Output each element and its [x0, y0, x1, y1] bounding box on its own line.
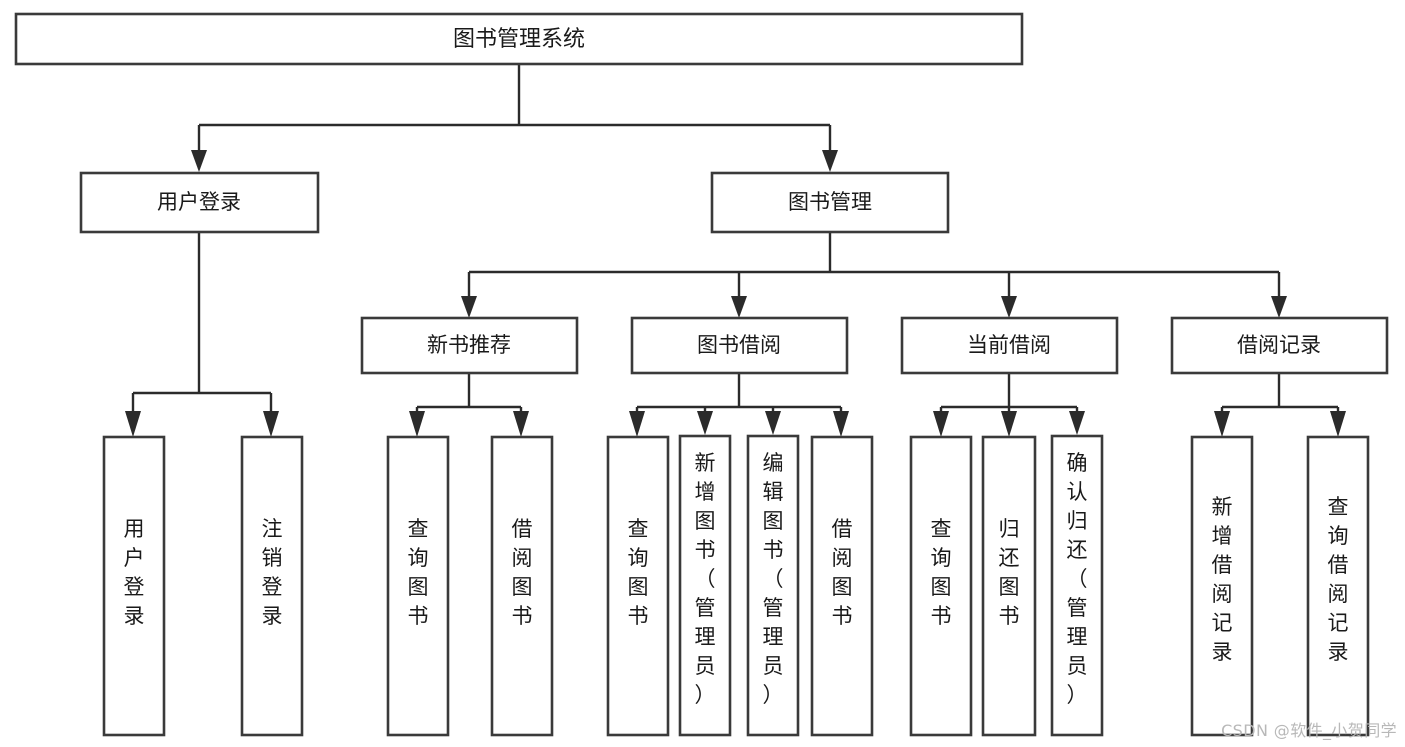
- leaf-borrow-book-1[interactable]: 借阅图书: [490, 435, 554, 737]
- arrow-head-leaf-edit-book: [765, 411, 781, 435]
- leaf-query-book-2-box[interactable]: [606, 435, 670, 737]
- leaf-query-book-2-label: 查询图书: [628, 517, 649, 628]
- leaf-query-book-1-label: 查询图书: [408, 517, 429, 628]
- leaf-add-book-box[interactable]: [678, 434, 732, 737]
- leaf-query-record-label: 查询借阅记录: [1328, 495, 1349, 664]
- node-book-manage[interactable]: 图书管理: [710, 171, 950, 234]
- leaf-edit-book[interactable]: 编辑图书（管理员）: [746, 434, 800, 737]
- leaf-return-book-box[interactable]: [981, 435, 1037, 737]
- arrow-head-leaf-confirm-return: [1069, 411, 1085, 435]
- leaf-user-login-box[interactable]: [102, 435, 166, 737]
- leaf-query-book-1-box[interactable]: [386, 435, 450, 737]
- leaf-return-book-label: 归还图书: [999, 517, 1020, 628]
- leaf-user-login-label: 用户登录: [124, 517, 145, 628]
- arrow-head-leaf-return-book: [1001, 411, 1017, 437]
- node-new-book-recommend-label: 新书推荐: [427, 333, 511, 357]
- leaf-confirm-return[interactable]: 确认归还（管理员）: [1050, 434, 1104, 737]
- node-book-manage-box[interactable]: [710, 171, 950, 234]
- arrow-head-leaf-query-record: [1330, 411, 1346, 437]
- watermark-text: CSDN @软件_小贺同学: [1221, 721, 1397, 740]
- node-current-borrow[interactable]: 当前借阅: [900, 316, 1119, 375]
- node-current-borrow-label: 当前借阅: [967, 333, 1051, 357]
- arrow-head-current-borrow: [1001, 296, 1017, 318]
- node-book-borrow-box[interactable]: [630, 316, 849, 375]
- connector-layer: [125, 64, 1346, 437]
- leaf-borrow-book-2-label: 借阅图书: [832, 517, 853, 628]
- arrow-head-book-borrow: [731, 296, 747, 318]
- leaf-add-record-box[interactable]: [1190, 435, 1254, 737]
- leaf-query-book-3-box[interactable]: [909, 435, 973, 737]
- node-current-borrow-box[interactable]: [900, 316, 1119, 375]
- node-borrow-record-label: 借阅记录: [1237, 333, 1321, 357]
- arrow-head-leaf-borrow-book-2: [833, 411, 849, 437]
- leaf-return-book[interactable]: 归还图书: [981, 435, 1037, 737]
- arrow-head-leaf-user-login: [125, 411, 141, 437]
- node-borrow-record[interactable]: 借阅记录: [1170, 316, 1389, 375]
- arrow-head-borrow-record: [1271, 296, 1287, 318]
- node-root-label: 图书管理系统: [453, 27, 585, 52]
- leaf-query-record[interactable]: 查询借阅记录: [1306, 435, 1370, 737]
- arrow-head-book-manage: [822, 150, 838, 172]
- leaf-logout[interactable]: 注销登录: [240, 435, 304, 737]
- leaf-borrow-book-1-label: 借阅图书: [512, 517, 533, 628]
- node-book-manage-label: 图书管理: [788, 190, 872, 214]
- arrow-head-leaf-query-book-1: [409, 411, 425, 437]
- arrow-head-leaf-query-book-3: [933, 411, 949, 437]
- leaf-query-record-box[interactable]: [1306, 435, 1370, 737]
- arrow-head-leaf-borrow-book-1: [513, 411, 529, 437]
- node-new-book-recommend[interactable]: 新书推荐: [360, 316, 579, 375]
- leaf-confirm-return-box[interactable]: [1050, 434, 1104, 737]
- node-root-box[interactable]: [14, 12, 1024, 66]
- leaf-query-book-1[interactable]: 查询图书: [386, 435, 450, 737]
- node-root[interactable]: 图书管理系统: [14, 12, 1024, 66]
- leaf-edit-book-box[interactable]: [746, 434, 800, 737]
- leaf-logout-label: 注销登录: [262, 517, 283, 628]
- arrow-head-leaf-add-book: [697, 411, 713, 435]
- arrow-head-leaf-query-book-2: [629, 411, 645, 437]
- node-book-borrow[interactable]: 图书借阅: [630, 316, 849, 375]
- leaf-add-book[interactable]: 新增图书（管理员）: [678, 434, 732, 737]
- arrow-head-new-book-recommend: [461, 296, 477, 318]
- leaf-query-book-3-label: 查询图书: [931, 517, 952, 628]
- leaf-borrow-book-2-box[interactable]: [810, 435, 874, 737]
- arrow-head-leaf-logout: [263, 411, 279, 437]
- leaf-logout-box[interactable]: [240, 435, 304, 737]
- leaf-query-book-2[interactable]: 查询图书: [606, 435, 670, 737]
- node-new-book-recommend-box[interactable]: [360, 316, 579, 375]
- leaf-add-record-label: 新增借阅记录: [1212, 495, 1233, 664]
- leaf-add-record[interactable]: 新增借阅记录: [1190, 435, 1254, 737]
- node-user-login-label: 用户登录: [157, 190, 241, 214]
- node-borrow-record-box[interactable]: [1170, 316, 1389, 375]
- arrow-head-leaf-add-record: [1214, 411, 1230, 437]
- leaf-borrow-book-1-box[interactable]: [490, 435, 554, 737]
- leaf-borrow-book-2[interactable]: 借阅图书: [810, 435, 874, 737]
- leaf-confirm-return-label: 确认归还（管理员）: [1067, 451, 1088, 707]
- node-book-borrow-label: 图书借阅: [697, 333, 781, 357]
- node-user-login-box[interactable]: [79, 171, 320, 234]
- leaf-edit-book-label: 编辑图书（管理员）: [763, 451, 784, 707]
- leaf-user-login[interactable]: 用户登录: [102, 435, 166, 737]
- leaf-query-book-3[interactable]: 查询图书: [909, 435, 973, 737]
- leaf-add-book-label: 新增图书（管理员）: [695, 451, 716, 707]
- arrow-head-user-login: [191, 150, 207, 172]
- node-user-login[interactable]: 用户登录: [79, 171, 320, 234]
